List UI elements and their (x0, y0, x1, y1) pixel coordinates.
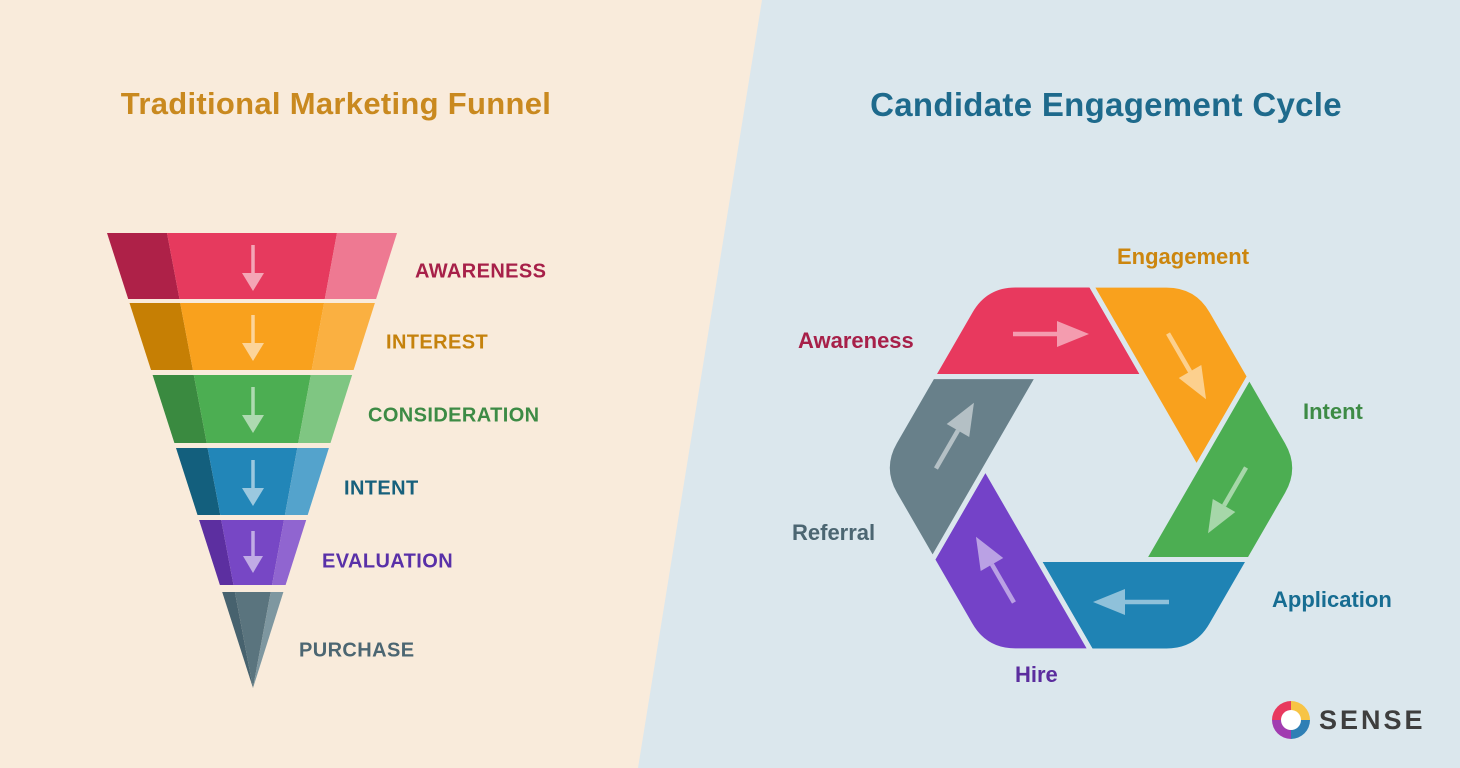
cycle-segment-shape (1086, 282, 1253, 473)
sense-logo-text: SENSE (1319, 704, 1426, 735)
left-panel-title: Traditional Marketing Funnel (120, 86, 552, 121)
cycle-segment-engagement (1086, 282, 1253, 473)
funnel-label-interest: INTEREST (386, 331, 489, 354)
funnel-label-purchase: PURCHASE (299, 639, 415, 662)
right-panel-title: Candidate Engagement Cycle (870, 86, 1342, 123)
sense-ring-icon (1272, 701, 1310, 739)
down-arrow-icon (243, 531, 263, 573)
cycle-label-intent: Intent (1303, 399, 1363, 424)
funnel-facet-dark (222, 592, 253, 688)
cycle-label-referral: Referral (792, 520, 876, 545)
cycle-segment-shape (929, 463, 1096, 654)
cycle-segment-hire (929, 463, 1096, 654)
flow-arrow-icon (1013, 321, 1089, 347)
cycle-label-engagement: Engagement (1117, 244, 1250, 269)
flow-arrow-icon (1208, 466, 1248, 534)
funnel-facet-light (253, 592, 284, 688)
funnel-stage-consideration (152, 375, 353, 443)
funnel-facet-light (272, 520, 307, 585)
funnel-facet-dark (129, 303, 193, 370)
flow-arrow-icon (1093, 589, 1169, 615)
funnel-stage-intent (176, 448, 329, 515)
funnel-facet-dark (176, 448, 221, 515)
funnel-facet-light (284, 448, 329, 515)
left-panel-background (0, 0, 762, 768)
funnel-facet-dark (152, 375, 207, 443)
down-arrow-icon (242, 387, 264, 433)
funnel-label-consideration: CONSIDERATION (368, 404, 540, 427)
funnel-label-evaluation: EVALUATION (322, 550, 454, 573)
funnel-stage-interest (129, 303, 375, 370)
funnel-label-awareness: AWARENESS (415, 260, 547, 283)
cycle-segment-shape (928, 282, 1149, 379)
funnel-facet-light (311, 303, 375, 370)
funnel-facet-dark (107, 233, 180, 299)
cycle-segment-application (1033, 557, 1254, 654)
cycle-segment-referral (884, 373, 1043, 565)
funnel-stage-evaluation (199, 520, 307, 585)
cycle-label-awareness: Awareness (798, 328, 914, 353)
cycle-segment-shape (1033, 557, 1254, 654)
funnel-stage-purchase (222, 592, 284, 688)
funnel-facet-light (324, 233, 397, 299)
funnel-facet-main (234, 592, 271, 688)
cycle-segment-intent (1139, 371, 1298, 563)
funnel-stage-awareness (107, 233, 397, 299)
sense-logo: SENSE (1272, 701, 1426, 739)
down-arrow-icon (242, 245, 264, 291)
funnel-facet-light (298, 375, 353, 443)
funnel-facet-dark (199, 520, 234, 585)
cycle-segment-shape (1139, 371, 1298, 563)
down-arrow-icon (242, 460, 264, 506)
cycle-label-hire: Hire (1015, 662, 1058, 687)
cycle-label-application: Application (1272, 587, 1392, 612)
flow-arrow-icon (1166, 332, 1207, 400)
cycle-segment-shape (884, 373, 1043, 565)
flow-arrow-icon (975, 536, 1016, 604)
funnel-label-intent: INTENT (344, 477, 419, 500)
sense-ring-hole (1281, 710, 1301, 730)
candidate-engagement-cycle-graphic (884, 282, 1298, 654)
flow-arrow-icon (934, 402, 974, 470)
cycle-segment-awareness (928, 282, 1149, 379)
down-arrow-icon (242, 315, 264, 361)
